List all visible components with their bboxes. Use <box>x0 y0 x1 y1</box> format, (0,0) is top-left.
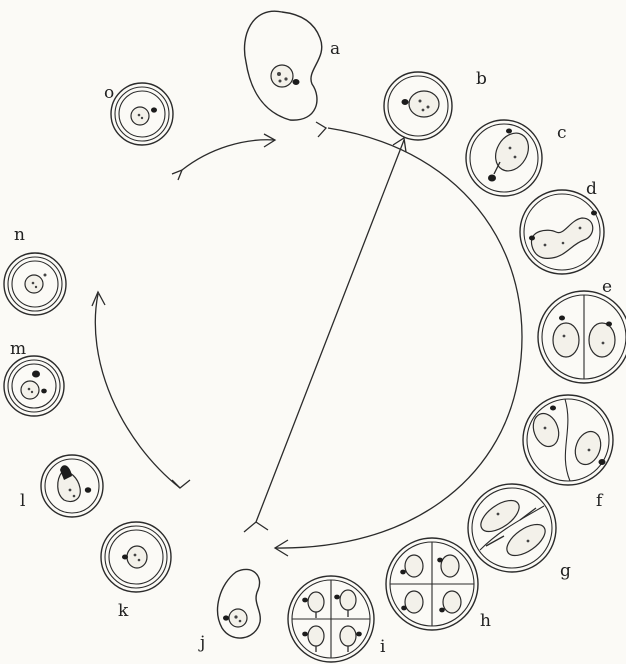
stage-e-cyst <box>538 291 626 383</box>
stage-d-cyst <box>520 190 604 274</box>
arrowhead-top-arc <box>264 134 275 147</box>
stage-n-cyst <box>4 253 66 315</box>
left-arc <box>95 294 180 488</box>
arc-tail <box>316 122 326 137</box>
stage-l-cyst <box>41 455 103 517</box>
diagonal-line <box>256 140 404 522</box>
stage-c-cyst <box>466 120 542 196</box>
top-arc-tail <box>172 170 182 180</box>
label-d: d <box>586 179 597 199</box>
stage-o-cyst <box>111 83 173 145</box>
label-c: c <box>557 123 567 143</box>
label-o: o <box>104 83 114 103</box>
stage-a-cell <box>245 11 322 120</box>
top-arc <box>182 140 275 170</box>
stage-g-cyst <box>468 484 556 572</box>
label-h: h <box>480 611 491 631</box>
label-j: j <box>198 633 205 653</box>
stage-f-cyst <box>523 395 613 485</box>
stage-h-cyst <box>386 538 478 630</box>
arrowhead-left-arc <box>92 292 105 306</box>
label-a: a <box>330 39 340 59</box>
label-l: l <box>20 491 25 511</box>
label-i: i <box>380 637 386 657</box>
stage-b-cyst <box>384 72 452 140</box>
label-b: b <box>476 69 487 89</box>
stage-m-cyst <box>4 356 64 416</box>
label-m: m <box>10 339 26 359</box>
label-k: k <box>118 601 129 621</box>
stage-i-cyst <box>288 576 374 662</box>
stage-k-cyst <box>101 522 171 592</box>
label-g: g <box>560 561 571 581</box>
label-f: f <box>596 491 604 511</box>
label-e: e <box>602 277 612 297</box>
diagonal-tail <box>244 522 268 532</box>
label-n: n <box>14 225 25 245</box>
stage-j-cell <box>218 569 261 638</box>
cycle-arrows <box>92 122 522 556</box>
